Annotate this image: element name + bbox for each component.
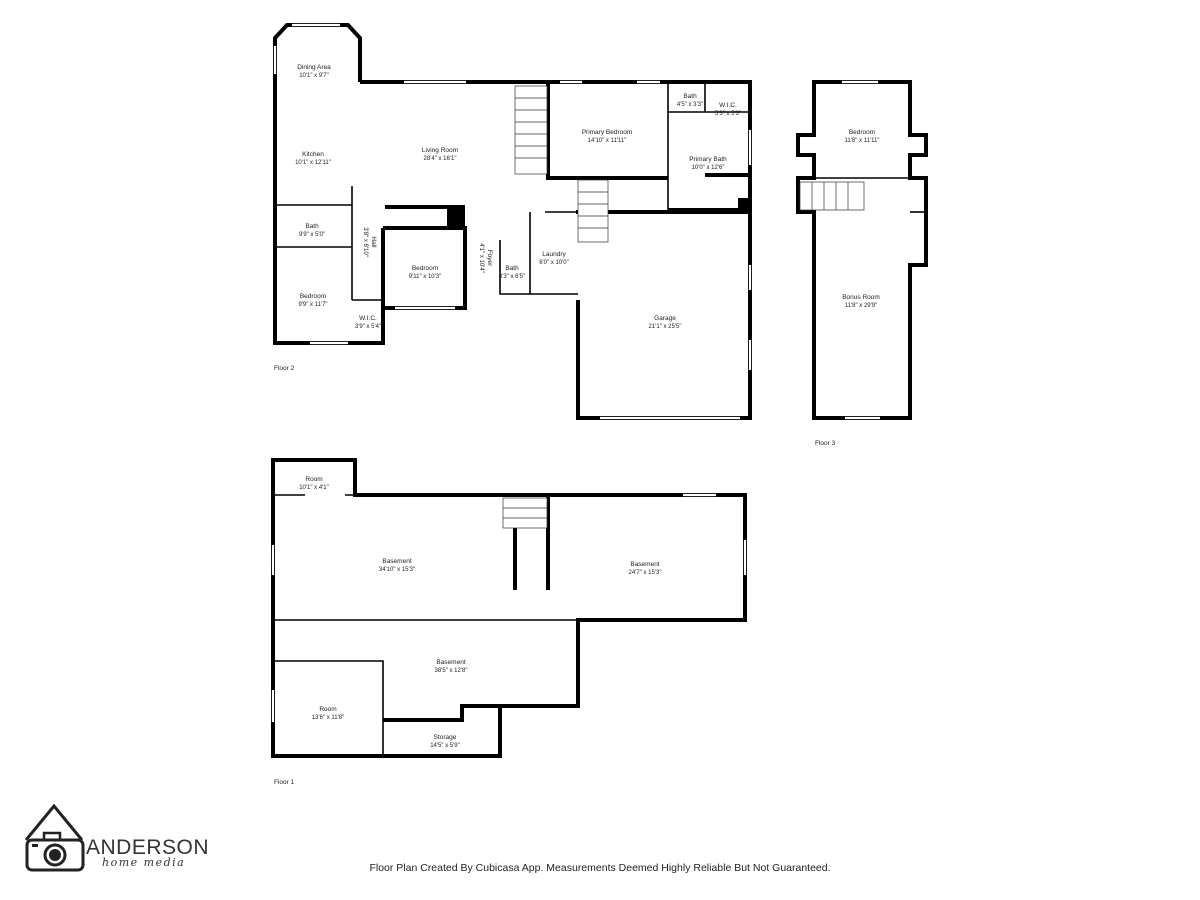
room-name-bath-f2: Bath <box>305 223 319 230</box>
footer-disclaimer: Floor Plan Created By Cubicasa App. Meas… <box>369 862 831 874</box>
room-dim-garage: 21'1" x 25'5" <box>649 324 682 330</box>
room-dim-basement-2: 24'7" x 15'3" <box>629 570 662 576</box>
room-name-dining: Dining Area <box>297 64 331 71</box>
stairs-floor-3 <box>799 181 865 211</box>
room-name-hall: Hall <box>370 236 377 248</box>
room-dim-basement-1: 34'10" x 15'3" <box>379 567 415 573</box>
stairs-floor-2 <box>514 85 609 243</box>
floor-2-plan: Dining Area 10'1" x 9'7" Kitchen 10'1" x… <box>273 23 752 420</box>
room-name-bonus: Bonus Room <box>842 294 880 301</box>
room-name-foyer: Foyer <box>486 250 493 267</box>
room-dim-hall: 3'8" x 8'10" <box>362 227 368 257</box>
room-dim-foyer: 4'1" x 10'4" <box>478 243 484 273</box>
floor-3-label: Floor 3 <box>815 440 836 447</box>
room-dim-living: 28'4" x 16'1" <box>424 156 457 162</box>
floor-2-label: Floor 2 <box>274 365 295 372</box>
room-name-laundry: Laundry <box>542 251 566 258</box>
room-dim-dining: 10'1" x 9'7" <box>299 73 329 79</box>
room-dim-bath-laundry: 3'3" x 6'5" <box>499 274 525 280</box>
room-name-bath-small: Bath <box>683 93 697 100</box>
room-name-room-small: Room <box>305 476 322 483</box>
room-name-living: Living Room <box>422 147 458 154</box>
floor-3-plan: Bedroom 11'8" x 11'11" Bonus Room 11'8" … <box>796 80 928 447</box>
room-dim-wic-left: 3'9" x 5'4" <box>355 324 381 330</box>
room-name-bedroom-f3: Bedroom <box>849 129 875 136</box>
room-dim-bedroom-left: 9'9" x 11'7" <box>298 302 327 308</box>
room-name-bedroom-left: Bedroom <box>300 293 326 300</box>
logo-name: ANDERSON <box>86 836 210 859</box>
floor-1-label: Floor 1 <box>274 779 295 786</box>
room-name-primary-bedroom: Primary Bedroom <box>582 129 633 136</box>
room-dim-kitchen: 10'1" x 12'11" <box>295 160 331 166</box>
room-dim-laundry: 6'0" x 10'0" <box>539 260 569 266</box>
room-dim-basement-3: 38'5" x 12'8" <box>435 668 468 674</box>
room-dim-primary-bedroom: 14'10" x 11'11" <box>588 138 627 144</box>
room-dim-bonus: 11'8" x 29'9" <box>845 303 877 309</box>
stairs-floor-1 <box>502 497 548 590</box>
room-name-wic-primary: W.I.C. <box>719 102 737 109</box>
floor-2-labels: Dining Area 10'1" x 9'7" Kitchen 10'1" x… <box>274 64 741 372</box>
room-dim-bedroom-f3: 11'8" x 11'11" <box>845 138 880 144</box>
room-name-wic-left: W.I.C. <box>359 315 377 322</box>
room-name-storage: Storage <box>434 734 457 741</box>
room-dim-bath-small: 4'5" x 3'3" <box>677 102 703 108</box>
floor-1-plan: Room 10'1" x 4'1" Basement 34'10" x 15'3… <box>271 458 747 786</box>
room-dim-room-large: 13'6" x 11'8" <box>312 715 344 721</box>
room-name-room-large: Room <box>319 706 336 713</box>
room-name-basement-3: Basement <box>436 659 465 666</box>
room-dim-bath-f2: 9'9" x 5'0" <box>299 232 325 238</box>
windows-floor-2 <box>273 23 752 420</box>
room-dim-bedroom-mid: 9'11" x 10'3" <box>409 274 441 280</box>
room-name-garage: Garage <box>654 315 676 322</box>
room-name-bath-laundry: Bath <box>505 265 519 272</box>
room-name-basement-2: Basement <box>630 561 659 568</box>
room-dim-primary-bath: 10'0" x 12'6" <box>692 165 725 171</box>
room-dim-storage: 14'5" x 5'9" <box>430 743 460 749</box>
room-name-basement-1: Basement <box>382 558 411 565</box>
room-dim-wic-primary: 5'3" x 5'3" <box>715 111 741 117</box>
logo-subtitle: home media <box>102 856 186 869</box>
camera-house-icon <box>24 803 85 872</box>
room-dim-room-small: 10'1" x 4'1" <box>299 485 329 491</box>
room-name-kitchen: Kitchen <box>302 151 324 158</box>
room-name-primary-bath: Primary Bath <box>689 156 727 163</box>
room-name-bedroom-mid: Bedroom <box>412 265 438 272</box>
